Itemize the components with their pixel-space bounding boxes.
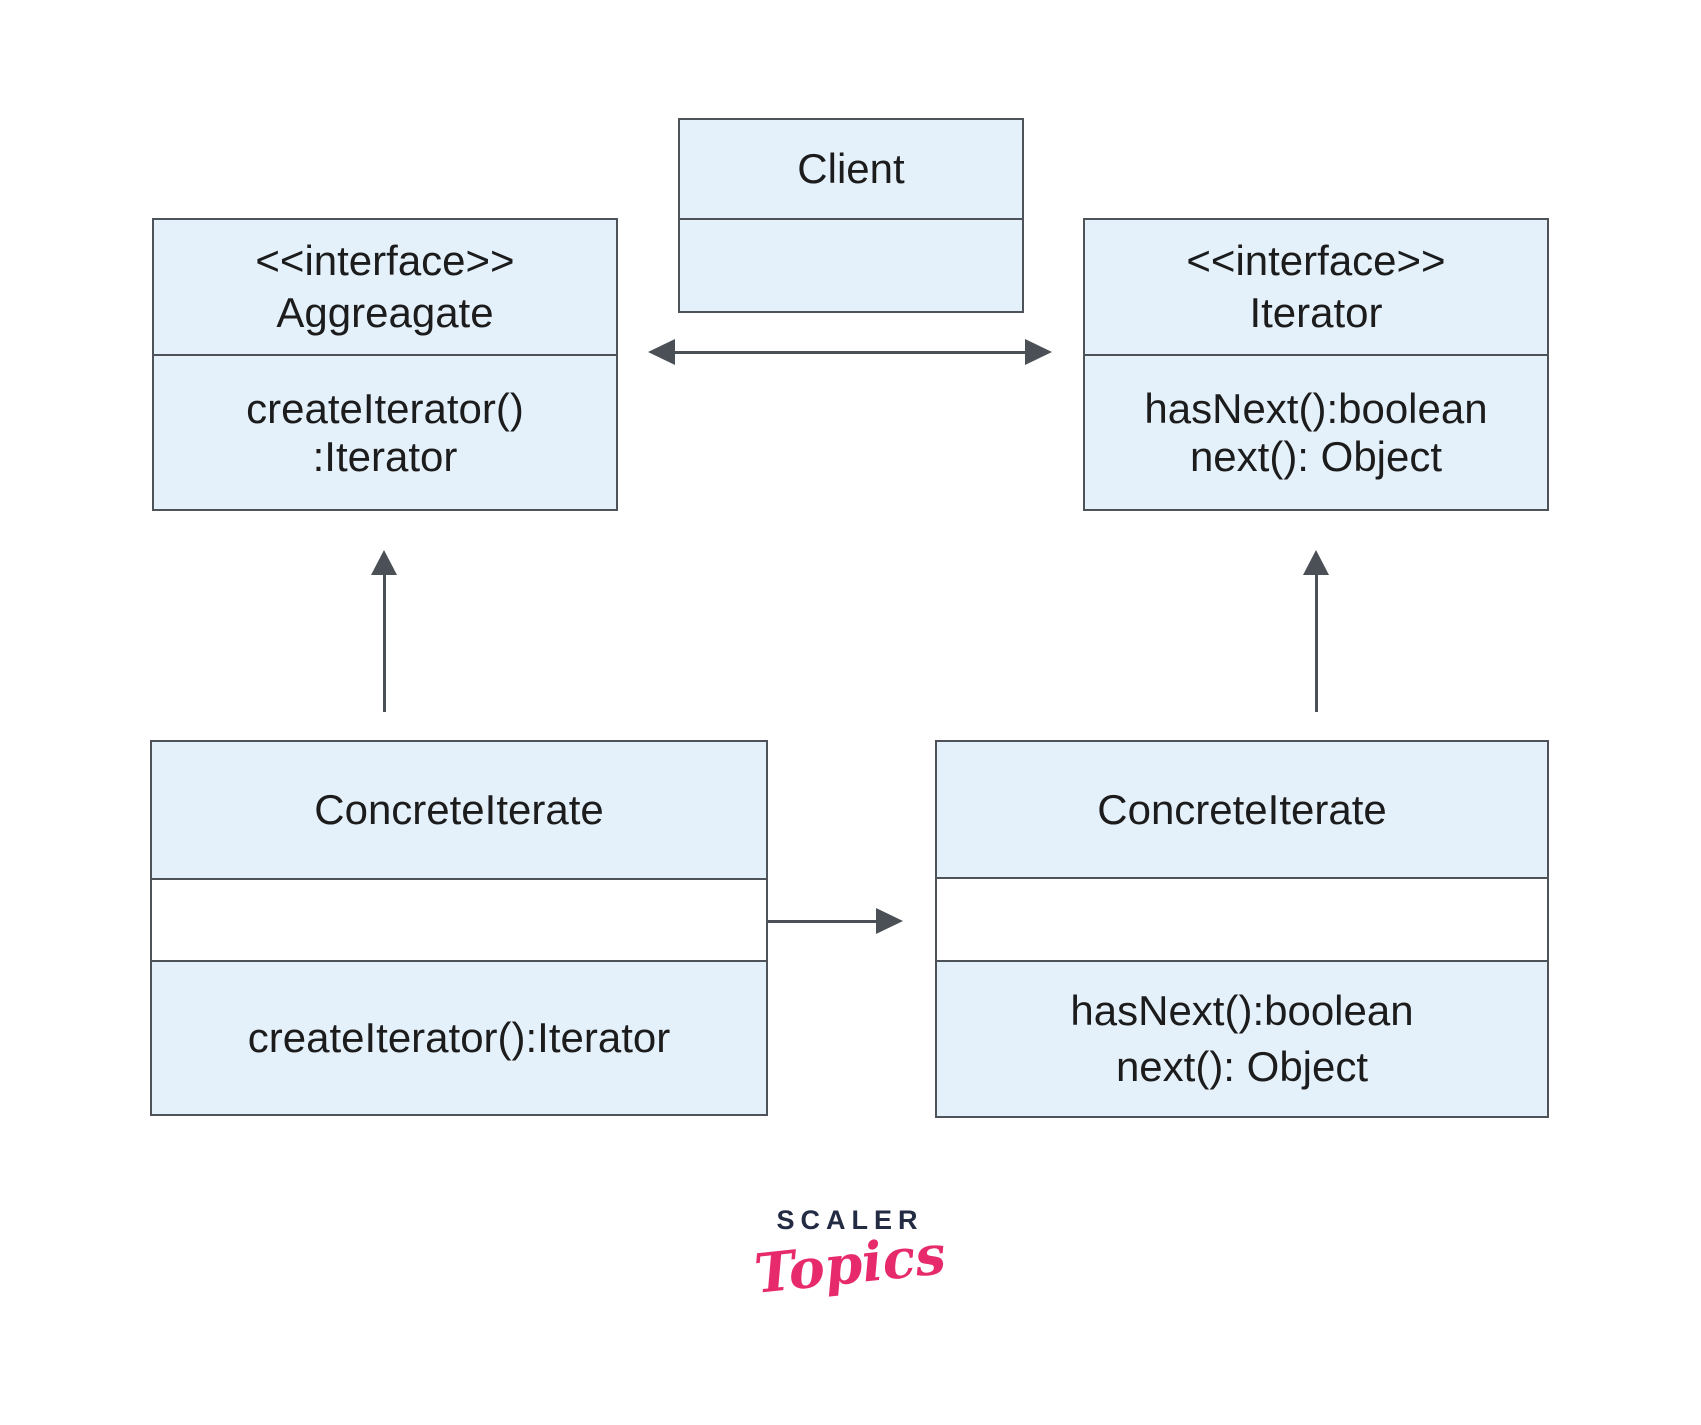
iterator-name: Iterator <box>1249 289 1383 336</box>
logo-brand-text: SCALER <box>776 1205 924 1235</box>
client-title-compartment: Client <box>680 120 1022 218</box>
concrete-iterator-empty-compartment <box>937 877 1547 960</box>
scaler-topics-logo: SCALER Topics <box>745 1205 955 1306</box>
aggregate-title-compartment: <<interface>> Aggreagate <box>154 220 616 354</box>
concrete-aggregate-name: ConcreteIterate <box>314 786 604 833</box>
iterator-method-line: hasNext():boolean <box>1144 384 1488 432</box>
concrete-aggregate-method-line: createIterator():Iterator <box>247 1014 671 1061</box>
aggregate-stereotype: <<interface>> <box>255 237 515 284</box>
aggregate-method-line: :Iterator <box>312 432 458 480</box>
iterator-method-line: next(): Object <box>1189 432 1443 480</box>
interface-box-aggregate: <<interface>> Aggreagate createIterator(… <box>152 218 618 511</box>
interface-box-iterator: <<interface>> Iterator hasNext():boolean… <box>1083 218 1549 511</box>
concrete-aggregate-empty-compartment <box>152 878 766 960</box>
client-class-name: Client <box>797 145 905 192</box>
class-box-concrete-aggregate: ConcreteIterate createIterator():Iterato… <box>150 740 768 1116</box>
concrete-aggregate-methods-compartment: createIterator():Iterator <box>152 960 766 1114</box>
arrowhead-up-icon <box>1303 550 1329 575</box>
concrete-iterator-method-line: next(): Object <box>1115 1043 1369 1090</box>
concrete-iterator-name: ConcreteIterate <box>1097 785 1387 833</box>
concrete-aggregate-title-compartment: ConcreteIterate <box>152 742 766 878</box>
class-box-concrete-iterator: ConcreteIterate hasNext():boolean next()… <box>935 740 1549 1118</box>
aggregate-method-line: createIterator() <box>246 384 524 432</box>
association-arrow-shaft <box>672 350 1028 354</box>
concrete-iterator-methods-compartment: hasNext():boolean next(): Object <box>937 960 1547 1116</box>
iterator-title-compartment: <<interface>> Iterator <box>1085 220 1547 354</box>
arrowhead-up-icon <box>371 550 397 575</box>
iterator-stereotype: <<interface>> <box>1186 237 1446 284</box>
client-empty-compartment <box>680 218 1022 311</box>
aggregate-name: Aggreagate <box>276 289 494 336</box>
realization-arrow-shaft <box>382 572 386 712</box>
aggregate-methods-compartment: createIterator() :Iterator <box>154 354 616 509</box>
class-box-client: Client <box>678 118 1024 313</box>
realization-arrow-shaft <box>1314 572 1318 712</box>
arrowhead-left-icon <box>648 339 675 365</box>
arrowhead-right-icon <box>1025 339 1052 365</box>
concrete-iterator-title-compartment: ConcreteIterate <box>937 742 1547 877</box>
creates-arrow-shaft <box>768 919 878 923</box>
concrete-iterator-method-line: hasNext():boolean <box>1070 987 1414 1034</box>
arrowhead-right-icon <box>876 908 903 934</box>
iterator-methods-compartment: hasNext():boolean next(): Object <box>1085 354 1547 509</box>
